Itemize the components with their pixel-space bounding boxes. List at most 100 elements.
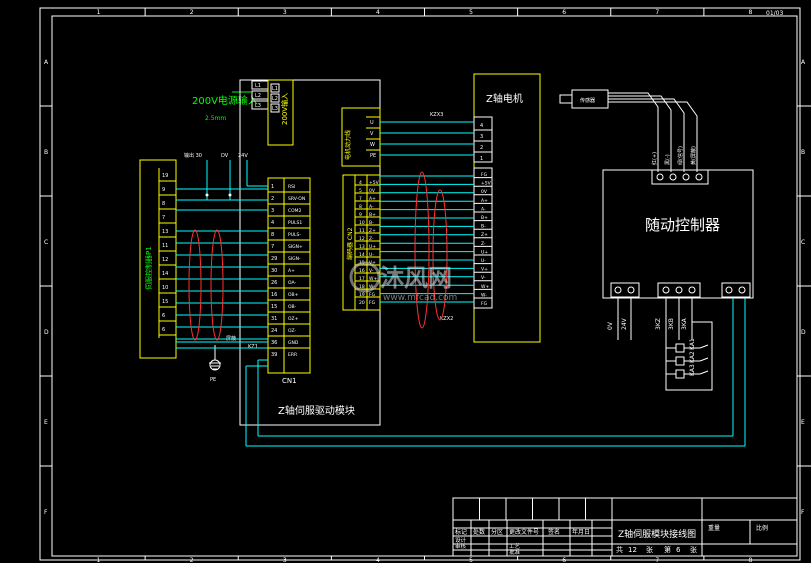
cn2-pin-number: 20	[359, 300, 365, 306]
cn2-pin-signal: Z-	[369, 236, 374, 242]
controller-pin-number: 6	[162, 313, 165, 319]
cn1-pin-number: 29	[271, 256, 277, 262]
motor-encoder-pin: +5V	[481, 181, 492, 187]
sensor-wire-label: 绿(信号)	[677, 146, 684, 165]
frame-col-label: 1	[97, 9, 101, 16]
sheet-value: 6	[676, 546, 681, 554]
controller-pin-number: 10	[162, 285, 168, 291]
frame-col-label: 1	[97, 557, 101, 563]
cn1-pin-number: 15	[271, 304, 277, 310]
weight-cell: 重量	[708, 524, 720, 532]
cn1-pin-signal: SIGN+	[288, 244, 303, 250]
motor-encoder-pin: V+	[481, 267, 488, 273]
title-block-head-cell: 更改文件号	[509, 528, 539, 536]
motor-encoder-pin: W+	[481, 284, 489, 290]
motor-wires	[380, 121, 474, 303]
frame-row-label: E	[801, 419, 805, 426]
cn1-pin-signal: OZ-	[288, 328, 297, 334]
cn2-pin-signal: V-	[369, 268, 374, 274]
cn2-pin-number: 4	[359, 180, 362, 186]
ground-label: PE	[210, 377, 216, 383]
driver-power-terminal	[270, 93, 280, 103]
cn1-pin-signal: SIGN-	[288, 256, 301, 262]
cn1-pin-signal: OZ+	[288, 316, 299, 322]
relay-label: KA2	[689, 351, 696, 363]
cn1-pin-signal: COM2	[288, 208, 302, 214]
motor-encoder-pin: U+	[481, 249, 488, 255]
frame-row-label: C	[801, 239, 805, 246]
frame-col-label: 4	[376, 557, 380, 563]
controller-pin-number: 9	[162, 187, 165, 193]
cable-shield-ellipses-right	[414, 171, 448, 329]
frame-col-label: 4	[376, 9, 380, 16]
sensor-wire-label: 黄(屏蔽)	[690, 146, 697, 165]
frame-row-label: F	[44, 509, 48, 516]
drawing-title: Z轴伺服模块接线图	[618, 528, 696, 540]
cn2-pin-signal: W+	[369, 276, 377, 282]
cn1-pin-signal: OB-	[288, 304, 297, 310]
sensor-wire	[608, 95, 672, 172]
follower-bottom-label: 0V	[607, 321, 614, 330]
cn1-pin-number: 8	[271, 232, 274, 238]
relay-label: KA1	[689, 338, 696, 350]
motor-power-block	[341, 107, 381, 167]
cn1-pin-signal: OA-	[288, 280, 296, 286]
motor-encoder-pin: U-	[481, 258, 486, 264]
cn2-pin-number: 16	[359, 268, 365, 274]
cn1-pin-number: 7	[271, 244, 274, 250]
sheet-unit-1: 张	[646, 545, 653, 554]
cn1-pin-number: 31	[271, 316, 277, 322]
controller-pin-number: 14	[162, 271, 168, 277]
cn1-pin-signal: SRV-ON	[288, 196, 305, 202]
motor-encoder-pin: A+	[481, 198, 488, 204]
frame-col-label: 2	[190, 9, 194, 16]
frame-col-label: 6	[562, 9, 566, 16]
power-input-terminal-label: L3	[255, 103, 261, 109]
title-block-head-cell: 签名	[548, 528, 560, 536]
sensor-wire-label: 黑(-)	[665, 154, 671, 165]
frame-row-label: F	[801, 509, 805, 516]
follower-bottom-label: 24V	[621, 317, 628, 330]
controller-outline	[139, 159, 177, 359]
cn1-pin-number: 30	[271, 268, 277, 274]
follower-terminal	[614, 286, 622, 294]
cn1-pin-number: 36	[271, 340, 277, 346]
cn2-pin-signal: +5V	[369, 180, 380, 186]
power-input-terminal-label: L1	[255, 83, 261, 89]
cn2-pin-number: 7	[359, 196, 362, 202]
cable-label-top: KZX3	[430, 112, 443, 118]
controller-pin-number: 8	[162, 201, 165, 207]
title-block-head-cell: 标记	[455, 528, 467, 536]
motor-power-pin: 1	[480, 156, 483, 162]
watermark-logo: 沐风网 www.mfcad.com	[349, 261, 457, 303]
cn2-pin-number: 14	[359, 252, 365, 258]
encoder-sensor: 传感器 红(+)黑(-)绿(信号)黄(屏蔽)	[559, 89, 698, 172]
cn2-pin-number: 17	[359, 276, 365, 282]
cn1-pin-signal: ERR	[288, 352, 297, 358]
cn2-pin-signal: B-	[369, 220, 374, 226]
frame-row-label: B	[44, 149, 48, 156]
cn1-pin-signal: GND	[288, 340, 299, 346]
cn1-pin-number: 16	[271, 292, 277, 298]
cn2-pin-number: 19	[359, 292, 365, 298]
frame-col-label: 3	[283, 9, 287, 16]
frame-col-label: 7	[655, 9, 659, 16]
motor-power-pin: 4	[480, 123, 483, 129]
follower-terminal	[627, 286, 635, 294]
cable-shield-ellipses-left	[188, 229, 224, 341]
cn1-pin-signal: RSI	[288, 184, 295, 190]
motor-power-pin: 2	[480, 145, 483, 151]
frame-row-label: A	[801, 59, 806, 66]
power-input-label: 200V电源输入	[192, 94, 258, 107]
follower-bottom-label: 3KB	[668, 318, 675, 330]
motor-encoder-pin: FG	[481, 301, 488, 307]
follower-bottom-label: 3KZ	[655, 318, 662, 330]
driver-power-terminal	[270, 83, 280, 93]
cn1-label: CN1	[282, 377, 297, 385]
cn2-pin-signal: FG	[369, 292, 376, 298]
title-block-row-label: 审核	[455, 542, 467, 550]
cn2-pin-signal: V+	[369, 260, 376, 266]
